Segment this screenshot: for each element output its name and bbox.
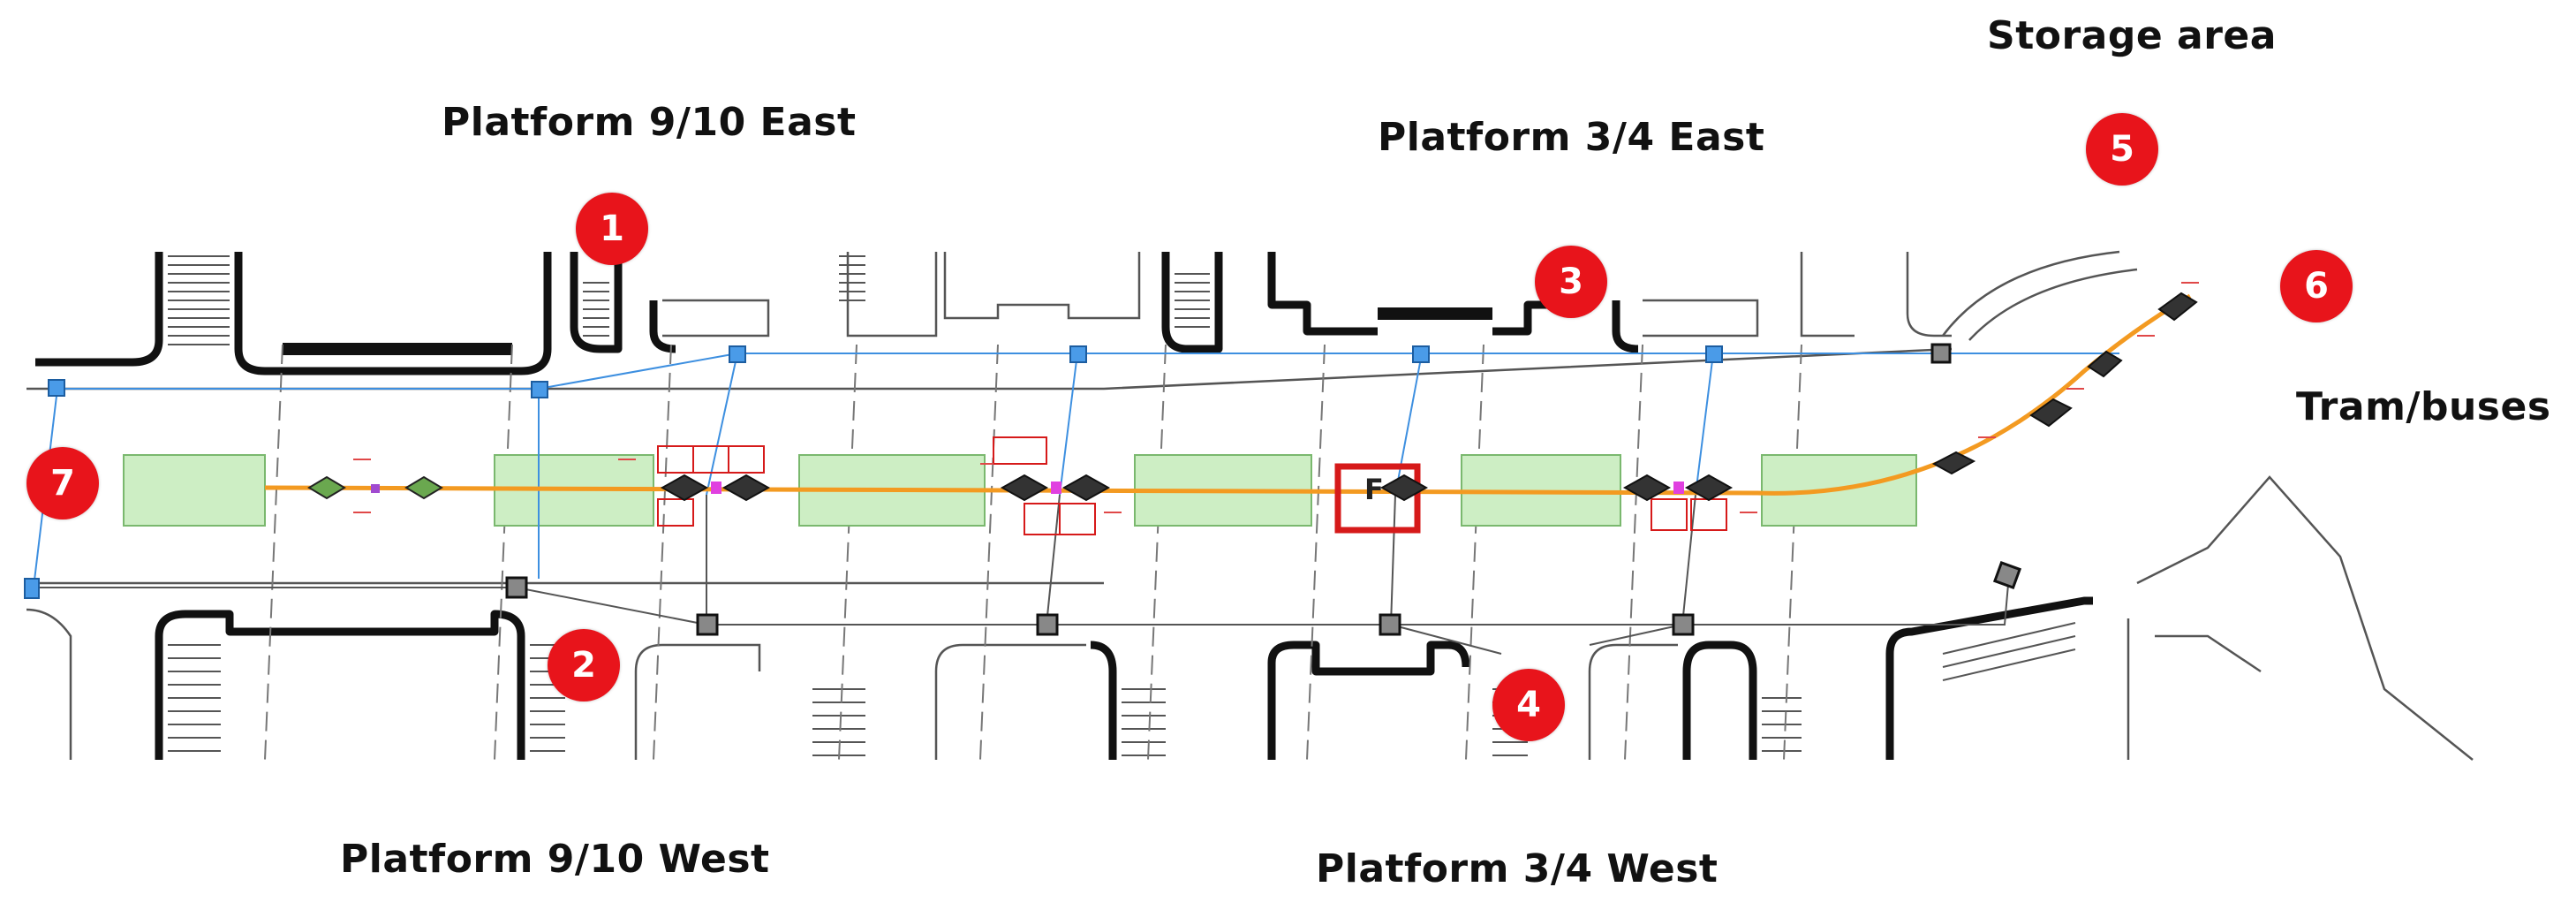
column-lines	[264, 344, 1802, 761]
train-units	[307, 292, 2198, 502]
label-platform-3-4-east: Platform 3/4 East	[1378, 115, 1765, 160]
label-platform-3-4-west: Platform 3/4 West	[1316, 846, 1719, 891]
junction-boxes-grey	[505, 343, 2022, 636]
building-outline-top	[35, 252, 1639, 375]
marker-4: 4	[1492, 669, 1565, 741]
annotation-ticks	[353, 282, 2199, 513]
magenta-marks	[371, 482, 1684, 494]
label-tram-buses: Tram/buses	[2296, 384, 2551, 429]
label-platform-9-10-east: Platform 9/10 East	[442, 100, 857, 145]
stairs-top	[168, 255, 1210, 345]
label-storage-area: Storage area	[1987, 13, 2277, 58]
marker-5: 5	[2086, 113, 2158, 186]
equipment-boxes	[657, 436, 1727, 535]
marker-2: 2	[548, 629, 620, 701]
junction-boxes-blue	[24, 345, 1723, 599]
marker-6: 6	[2280, 250, 2353, 322]
equipment-label-f: F	[1364, 473, 1384, 506]
stairs-bottom	[168, 622, 2076, 756]
label-platform-9-10-west: Platform 9/10 West	[340, 837, 770, 882]
building-outline-bottom	[155, 596, 2093, 760]
marker-3: 3	[1535, 246, 1607, 318]
thin-outline-bottom	[634, 475, 2474, 761]
marker-1: 1	[576, 193, 648, 265]
marker-7: 7	[26, 447, 99, 519]
orange-track	[264, 293, 2192, 496]
